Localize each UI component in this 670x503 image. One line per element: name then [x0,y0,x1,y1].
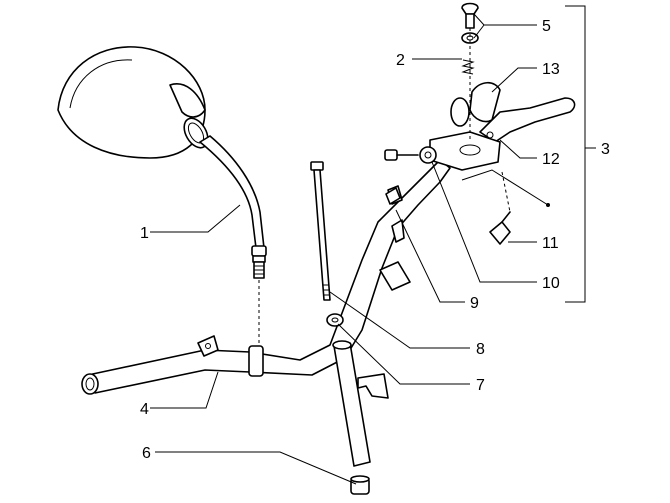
reference-dot [546,203,550,207]
pivot-bolt-and-bush [461,2,479,44]
callout-5: 5 [542,18,551,35]
callout-2: 2 [396,52,405,69]
callout-8: 8 [476,341,485,358]
callout-9: 9 [470,295,479,312]
callout-1: 1 [140,225,149,242]
callout-6: 6 [142,445,151,462]
rear-view-mirror [57,46,267,279]
clip [385,187,401,205]
callout-10: 10 [542,275,560,292]
stop-light-switch [489,211,511,245]
callout-12: 12 [542,151,560,168]
washer-hole [331,317,339,323]
steering-stem-tube [332,340,371,467]
switch-axis-line [501,171,511,213]
callout-3: 3 [601,141,610,158]
long-bolt [310,161,331,301]
spring [461,59,475,75]
callout-7: 7 [476,377,485,394]
callout-4: 4 [140,401,149,418]
clamp-bolt [384,146,437,164]
leader-lines [150,5,596,485]
callout-labels: 1 2 3 4 5 6 7 8 9 10 11 12 13 [140,18,610,462]
switch-guide-line [461,169,549,206]
lever-cap [450,81,501,127]
callout-11: 11 [542,235,559,252]
callout-13: 13 [542,61,560,78]
brake-lever [479,97,576,143]
end-cap [350,475,370,495]
washer [326,313,344,327]
